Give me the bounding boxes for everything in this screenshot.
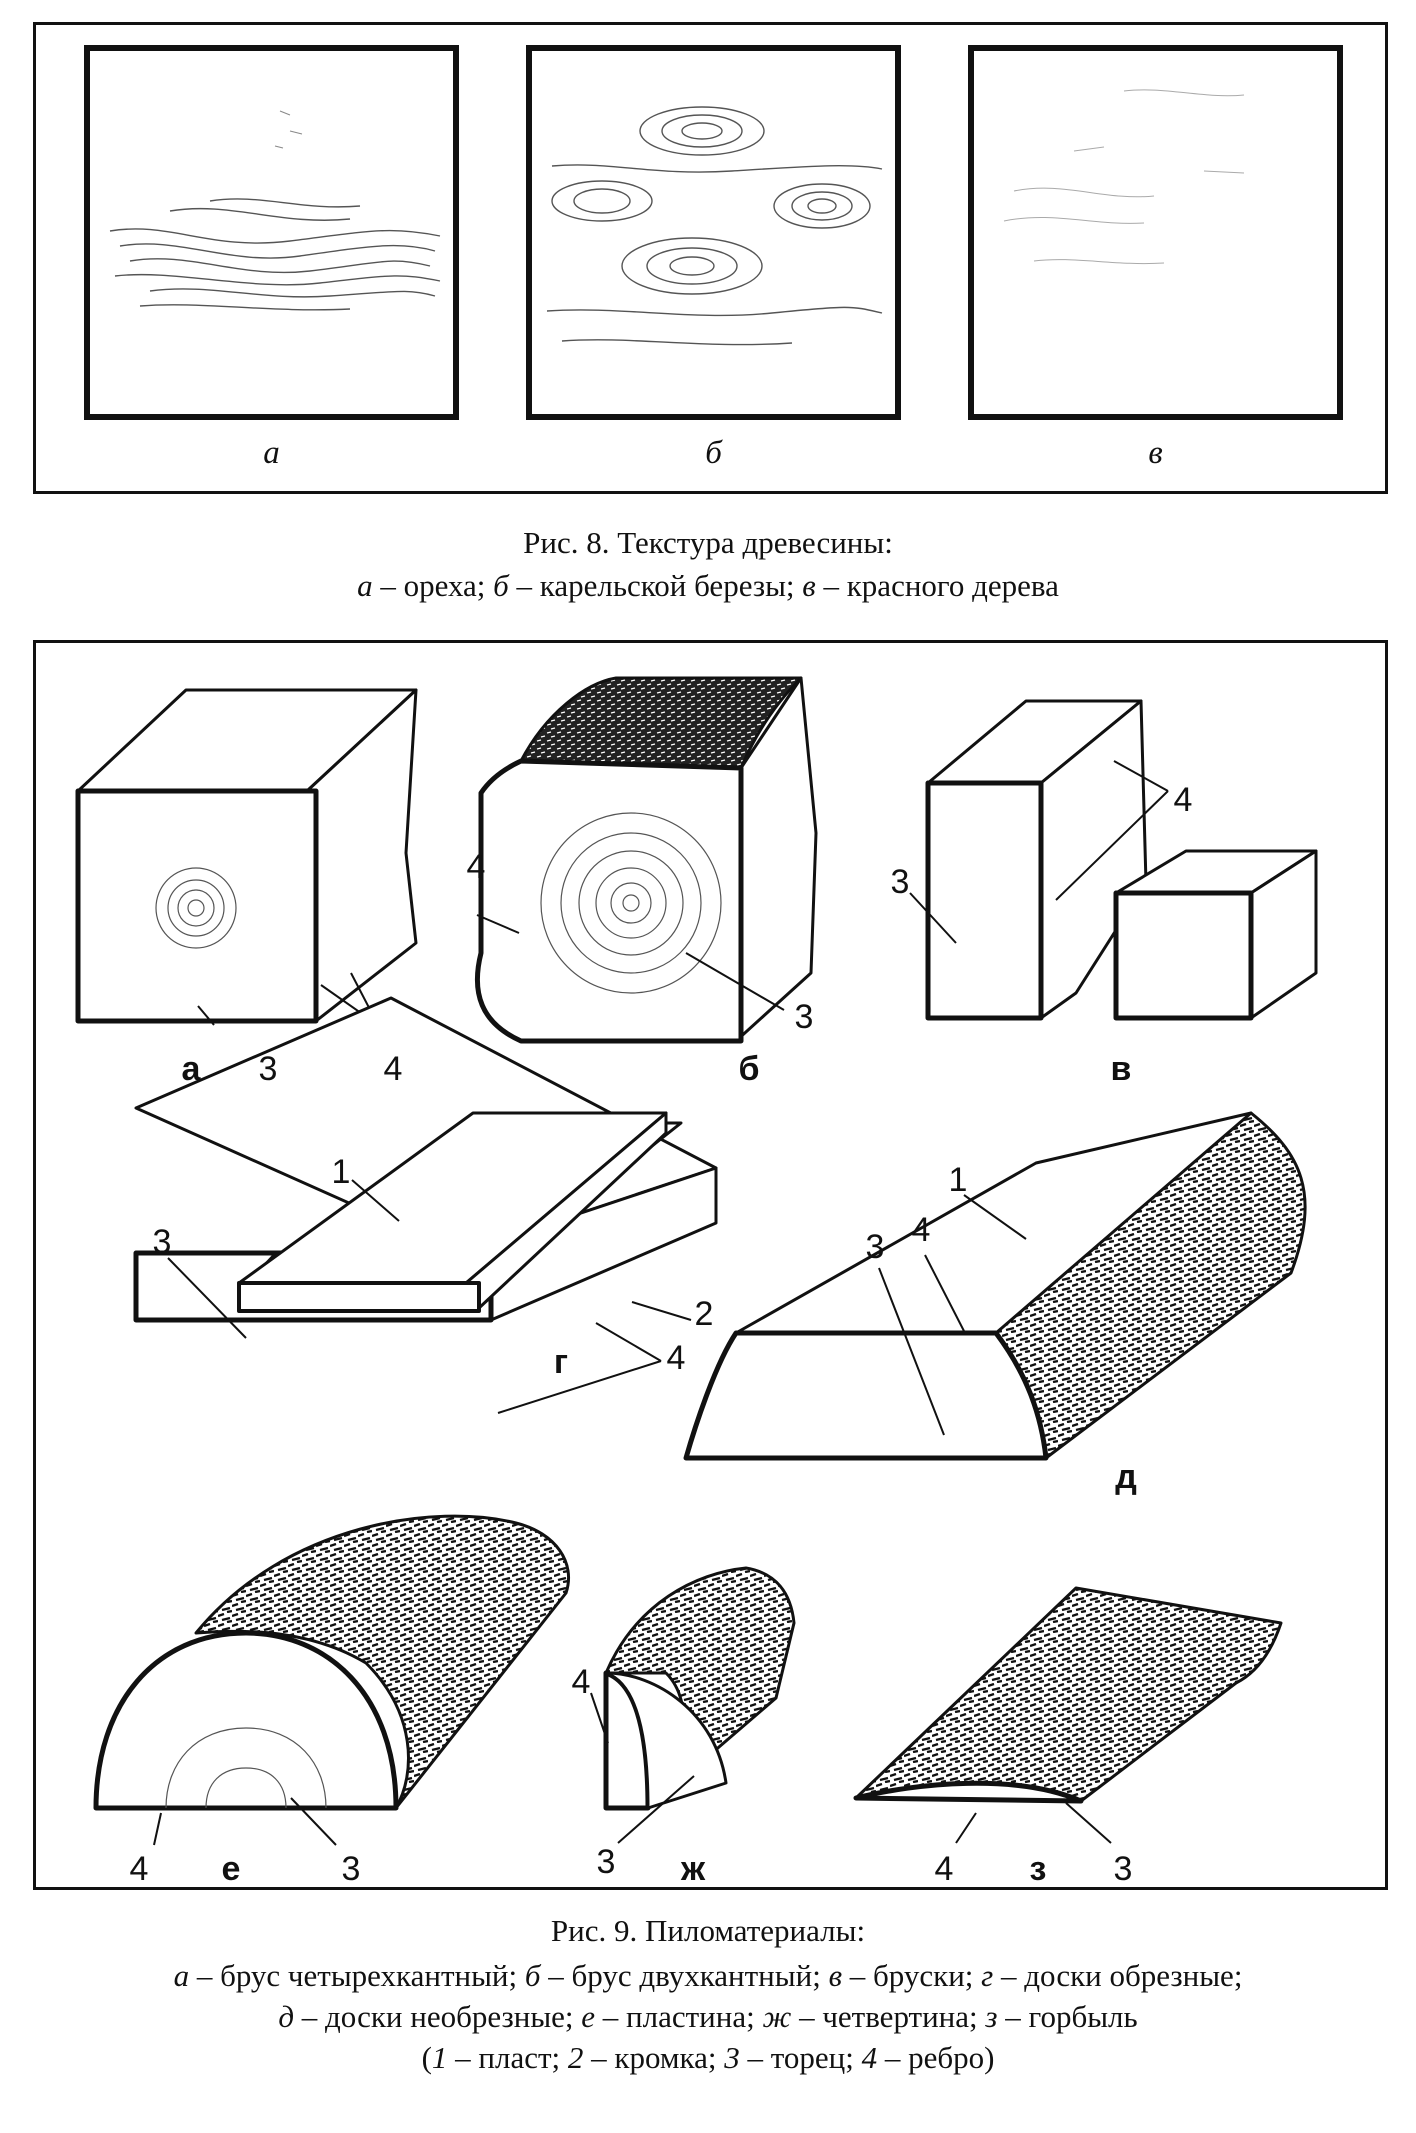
walnut-texture-panel <box>84 45 459 420</box>
legend-text: – пластина; <box>595 1999 763 2034</box>
legend-text: – горбыль <box>997 1999 1138 2034</box>
legend-paren-close: ) <box>984 2040 995 2075</box>
callout-one: 1 <box>949 1161 968 1199</box>
quarter-log-drawing <box>603 1566 796 1811</box>
figure-8-frame: а б в <box>33 22 1388 494</box>
panel-letter-z: з <box>1030 1850 1047 1887</box>
figure-9-frame: а б в г д е ж з 3 4 4 3 3 4 1 3 2 4 1 3 … <box>33 640 1388 1890</box>
panel-letter-g: г <box>554 1343 568 1381</box>
slab-cut-drawing <box>853 1586 1283 1804</box>
legend-key: а <box>357 568 373 603</box>
legend-key: 4 <box>861 2040 878 2075</box>
legend-key: з <box>985 1999 998 2034</box>
legend-text: – четвертина; <box>791 1999 986 2034</box>
figure-9-caption-title: Рис. 9. Пиломатериалы: <box>550 1913 866 1948</box>
legend-text: – торец; <box>739 2040 862 2075</box>
legend-text: – брус двухкантный; <box>540 1958 829 1993</box>
callout-four: 4 <box>384 1050 403 1088</box>
panel-letter-v: в <box>1111 1050 1132 1088</box>
legend-key: д <box>278 1999 295 2034</box>
callout-three: 3 <box>891 863 910 901</box>
panel-letter-d: д <box>1115 1458 1137 1496</box>
legend-key: ж <box>762 1999 792 2034</box>
callout-four: 4 <box>935 1850 954 1887</box>
bars-drawing <box>925 699 1318 1021</box>
karelian-birch-texture-panel <box>526 45 901 420</box>
figure-9-legend-line-3: (1 – пласт; 2 – кромка; 3 – торец; 4 – р… <box>0 2037 1416 2079</box>
callout-four: 4 <box>667 1339 686 1377</box>
legend-text: – ребро <box>877 2040 985 2075</box>
panel-label-b: б <box>705 435 722 471</box>
legend-key: в <box>802 568 816 603</box>
legend-key: г <box>981 1958 994 1993</box>
callout-three: 3 <box>259 1050 278 1088</box>
callout-three: 3 <box>1114 1850 1133 1887</box>
legend-text: – красного дерева <box>815 568 1059 603</box>
callout-three: 3 <box>866 1228 885 1266</box>
panel-letter-b: б <box>738 1050 759 1088</box>
callout-one: 1 <box>332 1153 351 1191</box>
legend-text: – бруски; <box>842 1958 982 1993</box>
legend-text: – кромка; <box>583 2040 725 2075</box>
legend-key: е <box>581 1999 596 2034</box>
callout-three: 3 <box>597 1843 616 1881</box>
callout-three: 3 <box>795 998 814 1036</box>
callout-two: 2 <box>695 1295 714 1333</box>
legend-key: б <box>524 1958 541 1993</box>
legend-key: 2 <box>567 2040 584 2075</box>
mahogany-texture-panel <box>968 45 1343 420</box>
callout-three: 3 <box>153 1223 172 1261</box>
panel-letter-e: е <box>222 1850 241 1887</box>
legend-key: б <box>493 568 509 603</box>
panel-letter-zh: ж <box>680 1850 706 1887</box>
beam-four-sided-drawing <box>75 688 418 1024</box>
legend-text: – доски необрезные; <box>294 1999 582 2034</box>
walnut-texture-image <box>109 110 441 311</box>
figure-8-caption-legend: а – ореха; б – карельской березы; в – кр… <box>0 565 1416 607</box>
beam-two-sided-drawing <box>474 676 818 1044</box>
legend-key: в <box>828 1958 843 1993</box>
callout-four: 4 <box>1174 781 1193 819</box>
slab-drawing <box>93 1514 571 1811</box>
callout-four: 4 <box>912 1211 931 1249</box>
panel-label-a: а <box>263 435 280 471</box>
unedged-boards-drawing <box>683 1111 1307 1461</box>
legend-key: а <box>173 1958 190 1993</box>
mahogany-texture-image <box>1003 89 1245 265</box>
panel-letter-a: а <box>182 1050 202 1088</box>
callout-four: 4 <box>467 848 486 886</box>
karelian-birch-texture-image <box>546 106 883 346</box>
legend-key: 3 <box>724 2040 740 2075</box>
legend-paren-open: ( <box>421 2040 432 2075</box>
edged-boards-drawing <box>133 996 718 1323</box>
legend-text: – доски обрезные; <box>993 1958 1243 1993</box>
callout-four: 4 <box>572 1663 591 1701</box>
legend-key: 1 <box>431 2040 448 2075</box>
panel-label-v: в <box>1148 435 1163 471</box>
figure-9-legend-line-2: д – доски необрезные; е – пластина; ж – … <box>0 1996 1416 2038</box>
lumber-illustration: а б в г д е ж з 3 4 4 3 3 4 1 3 2 4 1 3 … <box>75 676 1318 1887</box>
callout-four: 4 <box>130 1850 149 1887</box>
legend-text: – карельской березы; <box>508 568 803 603</box>
callout-three: 3 <box>342 1850 361 1887</box>
figure-9-legend-line-1: а – брус четырехкантный; б – брус двухка… <box>0 1955 1416 1997</box>
figure-8-caption-title: Рис. 8. Текстура древесины: <box>523 525 893 560</box>
legend-text: – пласт; <box>447 2040 568 2075</box>
legend-text: – брус четырехкантный; <box>189 1958 525 1993</box>
legend-text: – ореха; <box>372 568 494 603</box>
